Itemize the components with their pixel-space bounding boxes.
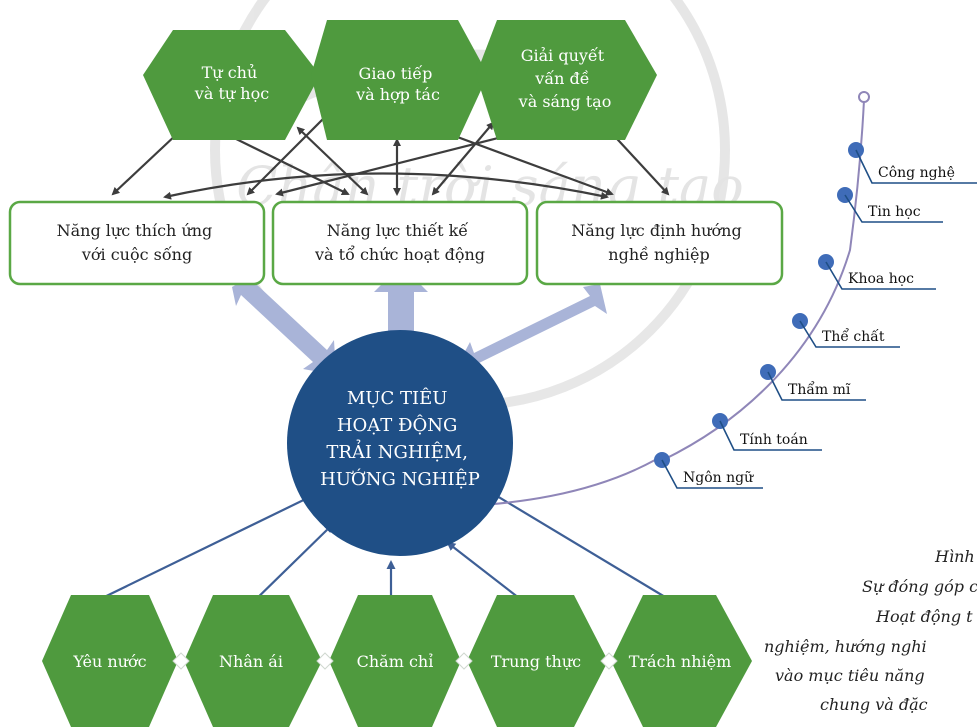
subject-0-label: Ngôn ngữ	[683, 470, 754, 486]
hexagon-giao-tiep: Giao tiếp và hợp tác	[311, 20, 488, 140]
hexagon-yeu-nuoc: Yêu nước	[42, 595, 178, 727]
box-thich-ung: Năng lực thích ứng với cuộc sống	[8, 200, 266, 286]
hexagon-separators	[172, 652, 618, 670]
subject-6-underline	[855, 149, 977, 184]
subject-3-label: Thể chất	[822, 327, 885, 345]
top-competencies: Tự chủ và tự học Giao tiếp và hợp tác Gi…	[143, 20, 657, 140]
subject-5-underline	[844, 194, 943, 223]
big-arrows	[232, 265, 607, 375]
subject-1-label: Tính toán	[740, 432, 808, 448]
subject-arc: Ngôn ngữ Tính toán Thẩm mĩ Thể chất Khoa học…	[654, 91, 977, 489]
box-dinh-huong-label: Năng lực định hướng nghề nghiệp	[571, 221, 747, 264]
hexagon-trach-nhiem-label: Trách nhiệm	[629, 652, 732, 671]
hexagon-trung-thuc-label: Trung thực	[491, 652, 581, 671]
box-dinh-huong: Năng lực định hướng nghề nghiệp	[535, 200, 784, 286]
subject-5-label: Tin học	[868, 204, 921, 220]
hexagon-cham-chi: Chăm chỉ	[329, 595, 461, 727]
hexagon-giai-quyet-label: Giải quyết vấn đề và sáng tạo	[518, 46, 612, 111]
subject-0-underline	[661, 459, 763, 489]
hexagon-trung-thuc: Trung thực	[467, 595, 608, 727]
subject-1-underline	[719, 420, 822, 451]
hexagon-nhan-ai: Nhân ái	[184, 595, 322, 727]
subject-4-label: Khoa học	[848, 271, 914, 287]
arc-end-ring	[858, 91, 870, 103]
hexagon-giai-quyet: Giải quyết vấn đề và sáng tạo	[476, 20, 657, 140]
hexagon-yeu-nuoc-label: Yêu nước	[72, 652, 146, 671]
hexagon-trach-nhiem: Trách nhiệm	[611, 595, 752, 727]
figure-caption: Hình Sự đóng góp c Hoạt động t nghiệm, h…	[764, 547, 977, 714]
center-goal-label: MỤC TIÊU HOẠT ĐỘNG TRẢI NGHIỆM, HƯỚNG NG…	[320, 386, 480, 490]
connector-arrows	[111, 107, 670, 200]
hexagon-cham-chi-label: Chăm chỉ	[357, 652, 434, 671]
subject-2-underline	[767, 371, 866, 401]
box-thiet-ke-label: Năng lực thiết kế và tổ chức hoạt động	[314, 221, 485, 264]
hexagon-tu-chu-label: Tự chủ và tự học	[194, 63, 269, 103]
hexagon-tu-chu: Tự chủ và tự học	[143, 30, 320, 140]
qualities: Yêu nước Nhân ái Chăm chỉ Trung thực Trá…	[42, 595, 752, 727]
caption-label: Hình Sự đóng góp c Hoạt động t nghiệm, h…	[764, 547, 977, 714]
subject-2-label: Thẩm mĩ	[788, 380, 851, 398]
center-goal: MỤC TIÊU HOẠT ĐỘNG TRẢI NGHIỆM, HƯỚNG NG…	[287, 330, 513, 556]
hexagon-giao-tiep-label: Giao tiếp và hợp tác	[355, 64, 440, 104]
subject-3-underline	[799, 320, 900, 348]
box-thiet-ke: Năng lực thiết kế và tổ chức hoạt động	[271, 200, 529, 286]
subject-4-underline	[825, 261, 936, 290]
specific-competencies: Năng lực thích ứng với cuộc sống Năng lự…	[8, 200, 784, 286]
box-thich-ung-label: Năng lực thích ứng với cuộc sống	[57, 221, 218, 264]
subject-6-label: Công nghệ	[878, 165, 955, 181]
hexagon-nhan-ai-label: Nhân ái	[219, 652, 283, 671]
